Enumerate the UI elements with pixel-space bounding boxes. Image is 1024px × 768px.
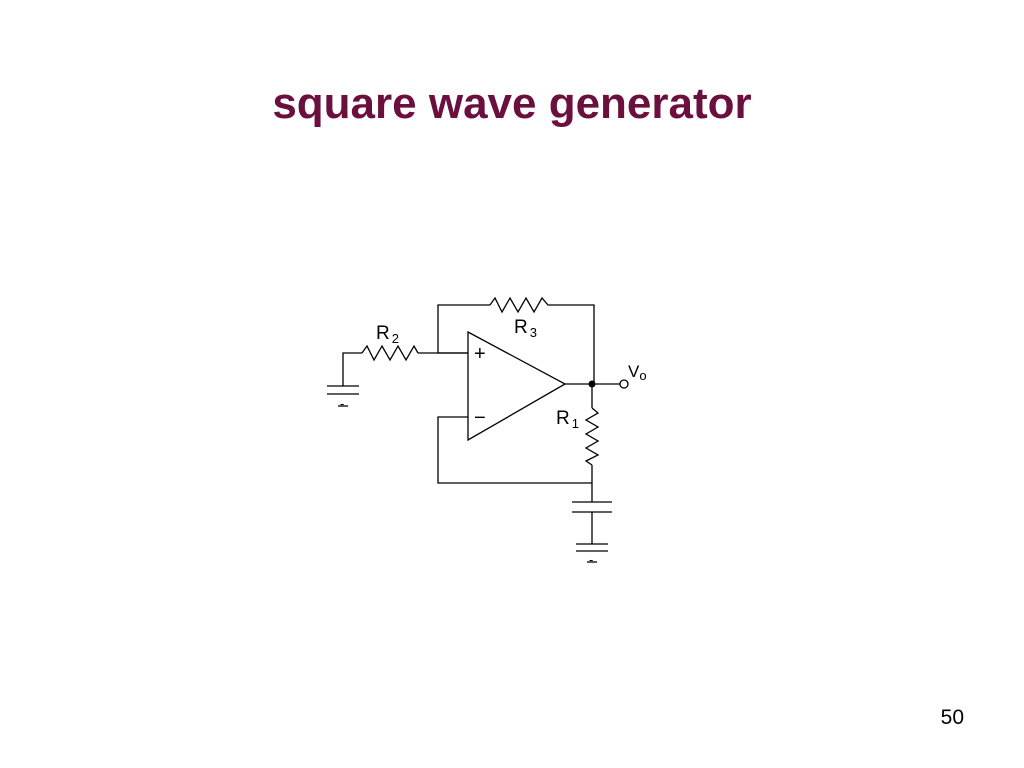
- opamp: [467, 330, 567, 442]
- opamp-plus-sign: +: [474, 343, 486, 365]
- ground-left: [327, 385, 359, 407]
- label-vo: Vo: [628, 362, 647, 383]
- ground-right-mark: -: [589, 552, 593, 567]
- resistor-r1: [584, 407, 600, 466]
- page-number: 50: [940, 706, 964, 729]
- opamp-minus-sign: −: [474, 407, 486, 429]
- resistor-r2: [361, 344, 419, 362]
- ground-right: [576, 543, 608, 563]
- ground-left-mark: -: [340, 396, 344, 411]
- slide-title: square wave generator: [272, 79, 752, 128]
- resistor-r3: [489, 296, 552, 314]
- output-terminal: [619, 379, 629, 389]
- wire-r2: [342, 352, 468, 386]
- capacitor: [572, 501, 612, 544]
- wire-negative-feedback: [437, 416, 592, 484]
